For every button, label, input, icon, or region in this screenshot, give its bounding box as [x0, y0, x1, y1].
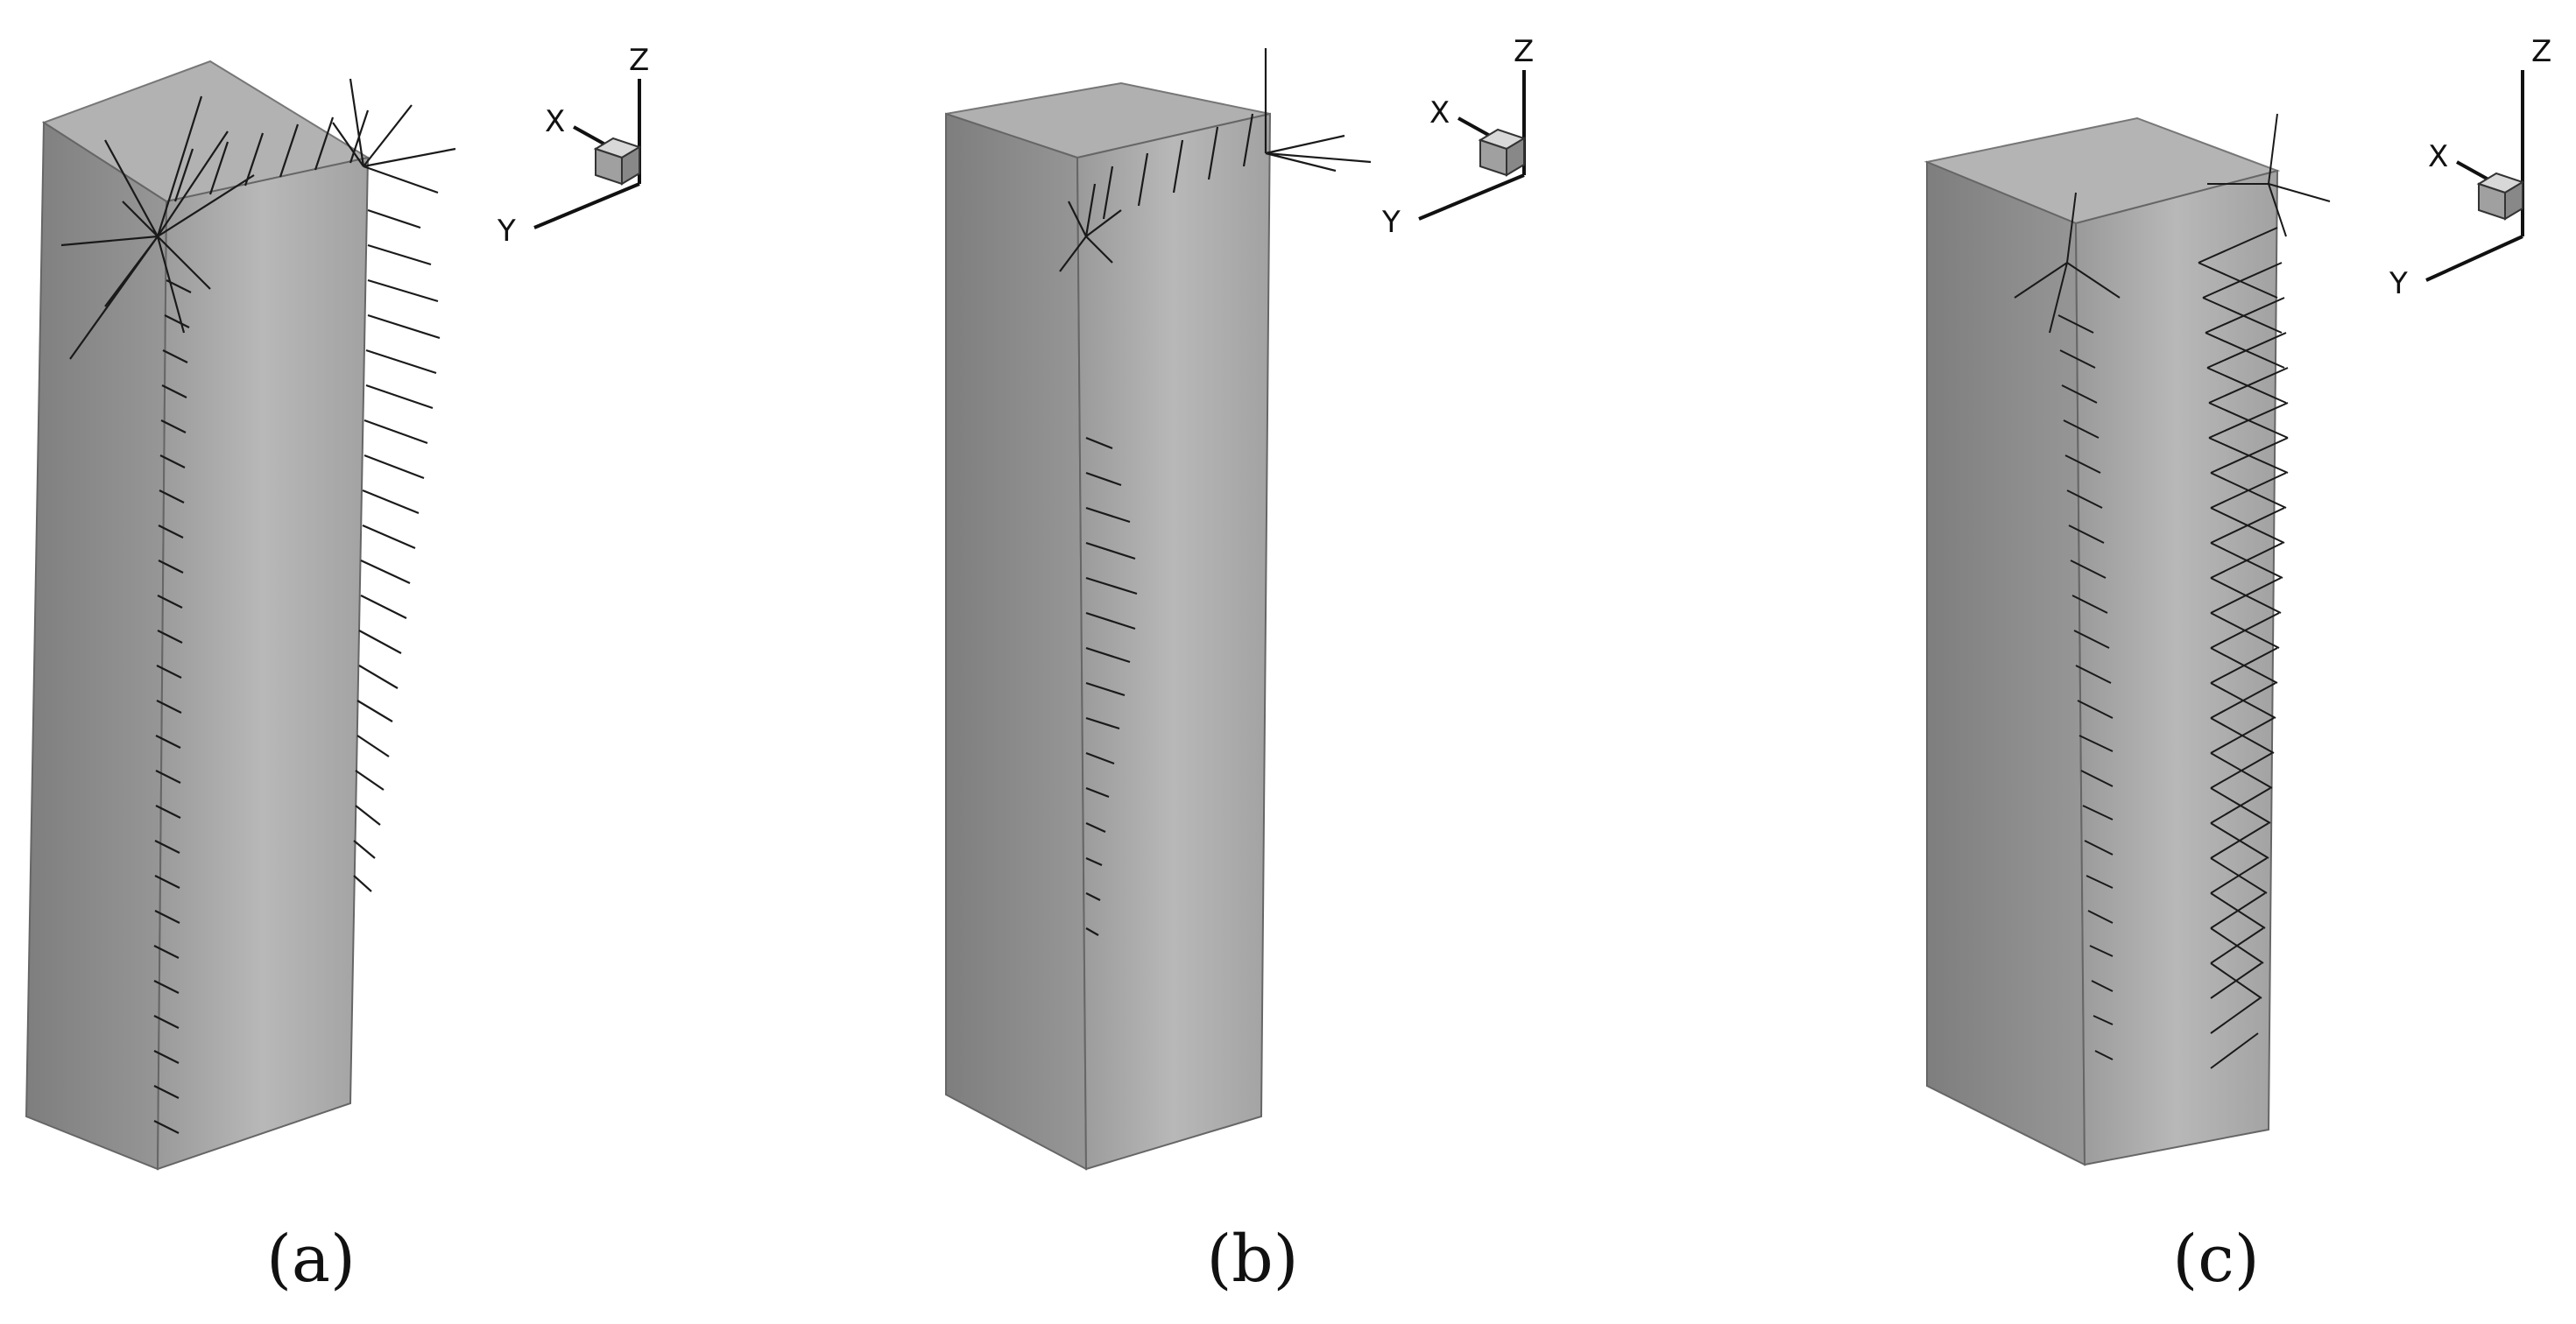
triad-cube-front — [1506, 137, 1525, 177]
y-axis-label: Y — [2389, 266, 2408, 301]
triad-cube-front — [621, 145, 640, 186]
vector-cluster-corner — [60, 95, 255, 360]
y-axis — [1418, 173, 1525, 221]
vector-row-top-edge — [173, 109, 370, 202]
vector-cluster-corner — [2014, 192, 2121, 334]
vector-field-a — [60, 78, 456, 1134]
vector-row-right — [353, 208, 441, 892]
vector-cluster-corner — [1059, 183, 1122, 272]
column-body-c — [1923, 116, 2281, 1166]
panel-b-caption: (b) — [1206, 1222, 1299, 1297]
axes-triad-a: Z X Y — [497, 43, 649, 249]
column-body-b — [945, 81, 1272, 1171]
column-front-face — [156, 156, 370, 1171]
y-axis — [533, 182, 640, 229]
column-body-a — [25, 60, 371, 1171]
vector-field-b — [1059, 48, 1372, 936]
x-axis-label: X — [2428, 139, 2448, 174]
y-axis — [2425, 235, 2523, 282]
axes-triad-b: Z X Y — [1381, 34, 1534, 240]
x-axis-label: X — [545, 104, 565, 139]
panel-a: Z X Y — [25, 43, 649, 1171]
panel-b: Z X Y — [945, 34, 1534, 1171]
column-front-face — [2074, 169, 2279, 1166]
vector-row-edge — [1085, 436, 1138, 936]
vector-cluster-top — [1264, 48, 1372, 173]
column-front-face — [1076, 112, 1272, 1171]
vector-field-c — [2014, 113, 2331, 1069]
panel-c-caption: (c) — [2172, 1222, 2260, 1297]
y-axis-label: Y — [1381, 205, 1401, 240]
z-axis-label: Z — [2531, 34, 2551, 69]
z-axis-label: Z — [1514, 34, 1534, 69]
column-left-face — [945, 112, 1088, 1171]
z-axis-label: Z — [629, 43, 649, 78]
column-left-face — [25, 121, 168, 1171]
y-axis-label: Y — [497, 214, 516, 249]
vector-row-edge — [153, 279, 192, 1134]
axes-triad-c: Z X Y — [2389, 34, 2551, 301]
column-left-face — [1926, 160, 2086, 1166]
panel-c: Z X Y — [1923, 34, 2551, 1166]
vector-cluster-top — [332, 78, 456, 194]
vector-cluster-top — [2207, 113, 2331, 237]
vector-row-right-cross — [2198, 262, 2289, 999]
vector-row-edge — [2057, 314, 2114, 1060]
triad-cube-front — [2504, 180, 2523, 221]
panel-a-caption: (a) — [266, 1222, 356, 1297]
x-axis-label: X — [1429, 95, 1450, 130]
vector-row-top-edge — [1102, 113, 1254, 220]
